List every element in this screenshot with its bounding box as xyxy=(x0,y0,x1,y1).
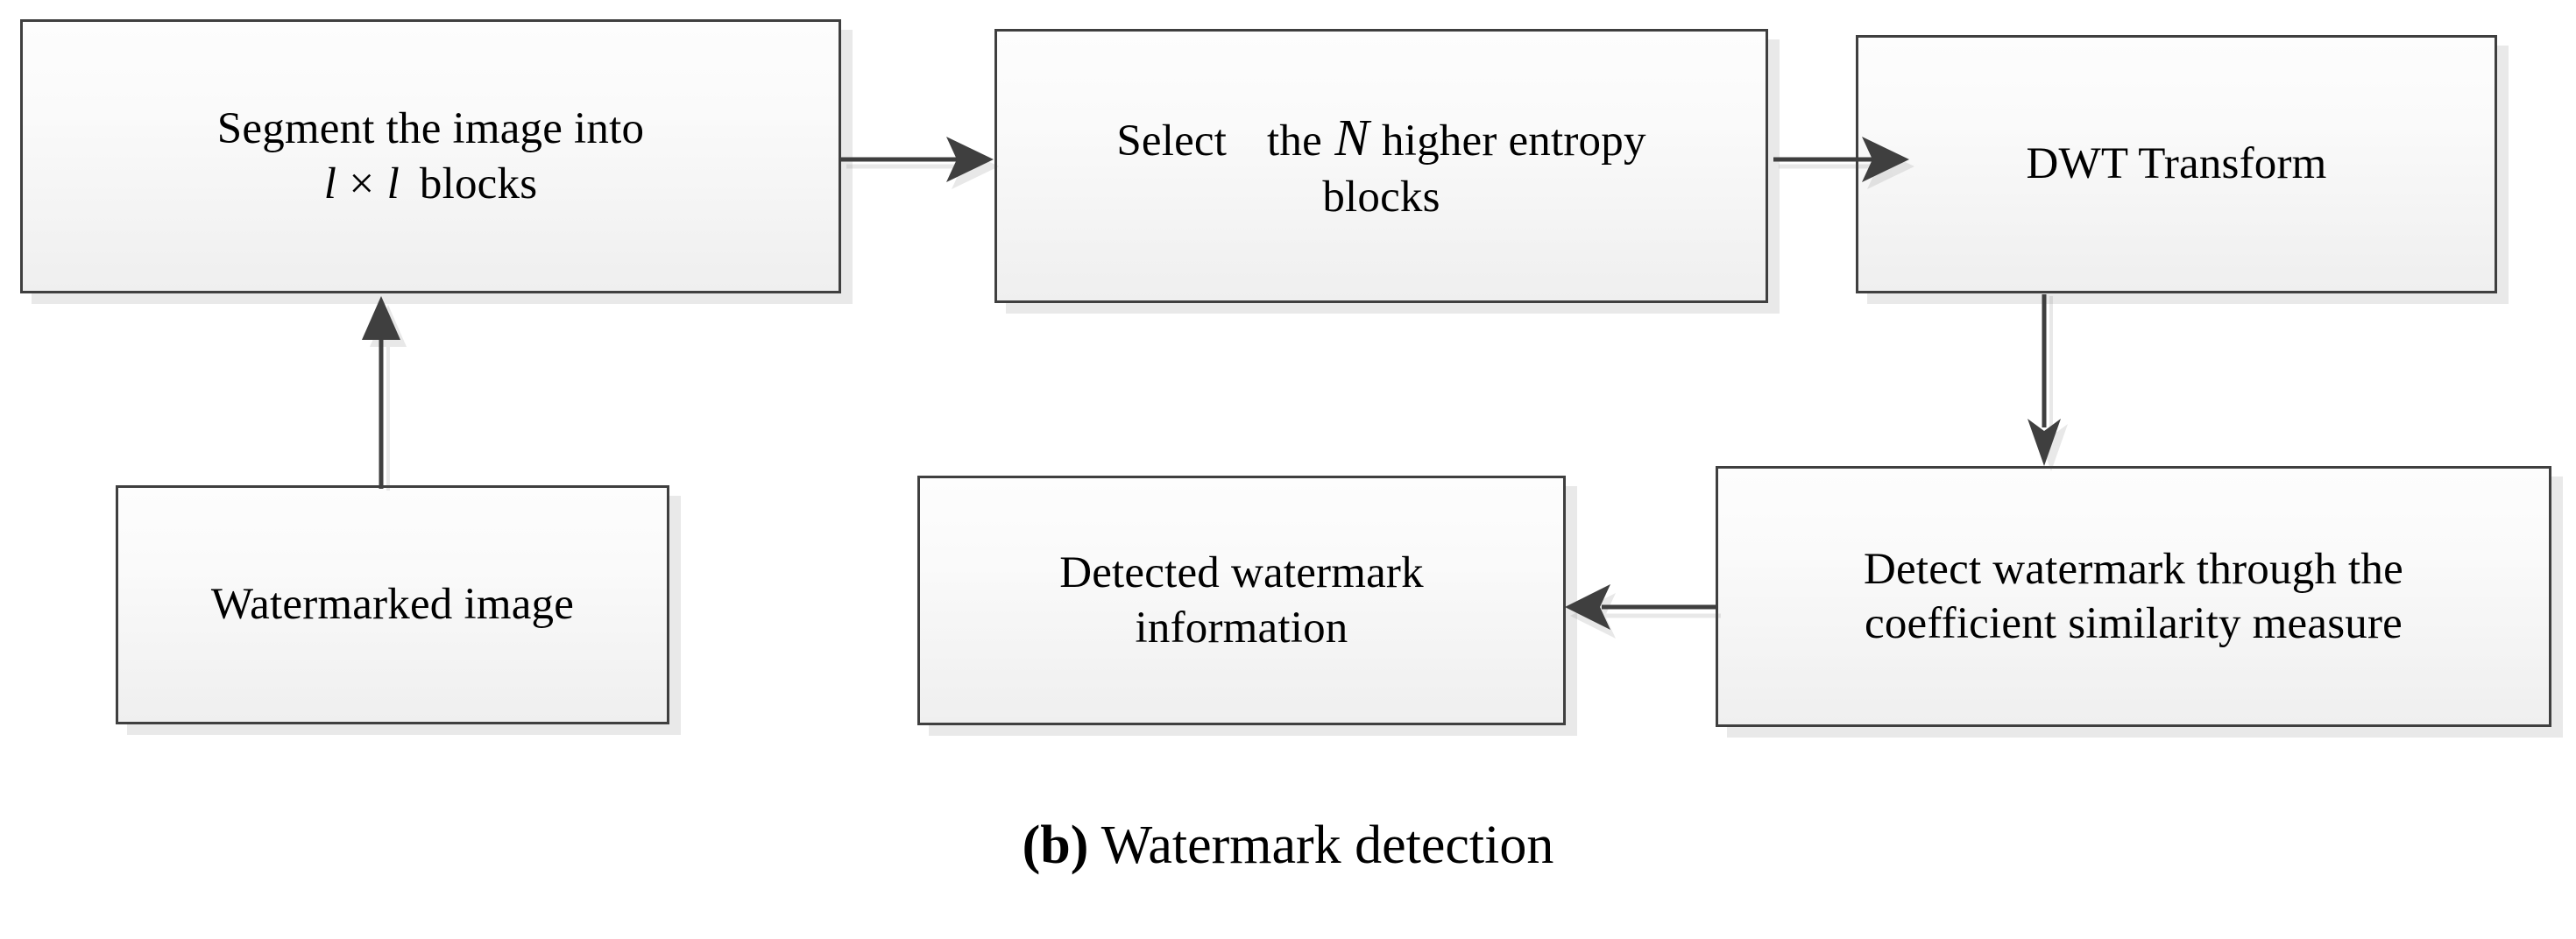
connector-dwt-to-detect xyxy=(2015,294,2085,474)
arrow-right xyxy=(841,137,994,182)
node-detect-watermark-line2: coefficient similarity measure xyxy=(1865,599,2403,648)
figure-caption-text: Watermark detection xyxy=(1088,815,1554,875)
arrow-right xyxy=(1773,137,1909,182)
node-select-entropy-blocks-line1c: higher entropy xyxy=(1382,116,1646,166)
node-segment-blocks-math-l1: l xyxy=(323,159,337,208)
node-watermarked-image[interactable]: Watermarked image xyxy=(116,485,669,724)
connector-watermarked-to-segment xyxy=(350,289,421,492)
node-detected-watermark-info[interactable]: Detected watermark information xyxy=(917,476,1566,725)
node-detect-watermark-line1: Detect watermark through the xyxy=(1864,544,2403,594)
node-select-entropy-blocks-line2: blocks xyxy=(1322,173,1440,222)
node-segment-blocks-math-op: × xyxy=(349,159,375,208)
node-select-entropy-blocks-line1b: the xyxy=(1267,116,1322,166)
node-detected-watermark-info-line2: information xyxy=(1135,603,1348,653)
arrow-left xyxy=(1565,584,1717,630)
connector-detect-to-detected-info xyxy=(1558,574,1724,644)
node-segment-blocks-line1: Segment the image into xyxy=(216,104,645,154)
node-detected-watermark-info-label: Detected watermark information xyxy=(920,546,1563,654)
node-segment-blocks-math-l2: l xyxy=(386,159,400,208)
arrow-up xyxy=(362,296,400,489)
figure-caption-label: (b) xyxy=(1022,815,1089,875)
node-detect-watermark[interactable]: Detect watermark through the coefficient… xyxy=(1716,466,2551,727)
figure-caption: (b) Watermark detection xyxy=(0,815,2576,877)
node-select-entropy-blocks-symbol: N xyxy=(1334,109,1369,167)
node-segment-blocks-line2-tail: blocks xyxy=(419,159,538,208)
arrow-down xyxy=(2028,294,2061,466)
connector-select-to-dwt xyxy=(1768,131,1921,201)
connector-segment-to-select xyxy=(839,131,1006,201)
node-detect-watermark-label: Detect watermark through the coefficient… xyxy=(1718,542,2549,651)
node-detected-watermark-info-line1: Detected watermark xyxy=(1059,548,1424,598)
node-watermarked-image-label: Watermarked image xyxy=(210,580,575,630)
node-dwt-transform-label: DWT Transform xyxy=(2026,139,2327,189)
node-select-entropy-blocks-line1a: Select xyxy=(1116,116,1228,166)
node-dwt-transform[interactable]: DWT Transform xyxy=(1856,35,2497,293)
